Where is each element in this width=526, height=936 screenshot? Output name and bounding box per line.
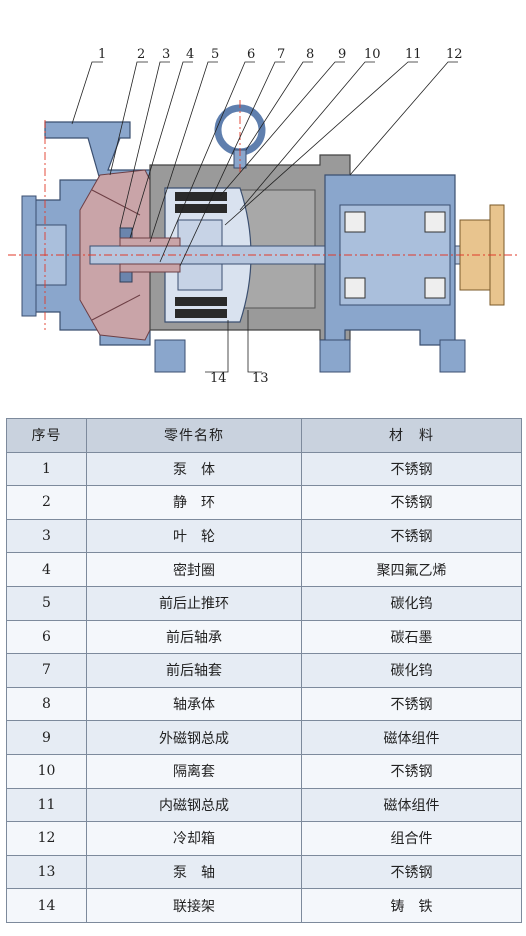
serial-no: 9 [6,720,87,755]
material: 铸 铁 [301,888,522,923]
callout-10: 10 [364,47,381,62]
material: 不锈钢 [301,686,522,722]
callout-11: 11 [405,47,422,62]
part-name: 内磁钢总成 [86,787,302,823]
callout-9: 9 [338,47,346,62]
outer-magnet-assembly [175,192,227,318]
part-name: 前后轴套 [86,653,302,688]
serial-no: 11 [6,787,87,823]
callout-4: 4 [186,47,194,62]
table-header-row: 序号 零件名称 材 料 [6,418,522,453]
material: 不锈钢 [301,451,522,487]
serial-no: 13 [6,854,87,890]
part-name: 轴承体 [86,686,302,722]
header-serial-no: 序号 [6,418,87,453]
material: 不锈钢 [301,753,522,789]
callout-12: 12 [446,47,463,62]
leader-lines [71,61,458,373]
part-name: 前后轴承 [86,619,302,655]
part-name: 前后止推环 [86,585,302,621]
callout-3: 3 [162,47,170,62]
connecting-bracket [154,339,466,373]
serial-no: 5 [6,585,87,621]
pump-cross-section-diagram: 1 2 3 4 5 6 7 8 9 10 11 12 14 13 [8,47,520,386]
serial-no: 3 [6,518,87,554]
callout-5: 5 [211,47,219,62]
callout-7: 7 [277,47,285,62]
part-name: 联接架 [86,888,302,923]
serial-no: 8 [6,686,87,722]
part-name: 密封圈 [86,552,302,587]
coupling [459,204,505,306]
material: 碳化钨 [301,653,522,688]
header-material: 材 料 [301,418,522,453]
callout-labels: 1 2 3 4 5 6 7 8 9 10 11 12 14 13 [98,47,463,386]
callout-13: 13 [252,371,269,386]
material: 不锈钢 [301,854,522,890]
serial-no: 7 [6,653,87,688]
part-name: 泵 体 [86,451,302,487]
callout-1: 1 [98,47,106,62]
part-name: 泵 轴 [86,854,302,890]
part-name: 叶 轮 [86,518,302,554]
material: 磁体组件 [301,720,522,755]
part-name: 静 环 [86,485,302,520]
serial-no: 14 [6,888,87,923]
serial-no: 1 [6,451,87,487]
material: 碳石墨 [301,619,522,655]
part-name: 冷却箱 [86,821,302,856]
part-name: 隔离套 [86,753,302,789]
material: 组合件 [301,821,522,856]
serial-no: 4 [6,552,87,587]
callout-2: 2 [137,47,145,62]
serial-no: 10 [6,753,87,789]
serial-no: 6 [6,619,87,655]
callout-8: 8 [306,47,314,62]
serial-no: 12 [6,821,87,856]
material: 磁体组件 [301,787,522,823]
callout-14: 14 [210,371,227,386]
header-part-name: 零件名称 [86,418,302,453]
material: 不锈钢 [301,518,522,554]
material: 碳化钨 [301,585,522,621]
bearing-body [324,174,456,346]
callout-6: 6 [247,47,255,62]
serial-no: 2 [6,485,87,520]
material: 聚四氟乙烯 [301,552,522,587]
material: 不锈钢 [301,485,522,520]
part-name: 外磁钢总成 [86,720,302,755]
